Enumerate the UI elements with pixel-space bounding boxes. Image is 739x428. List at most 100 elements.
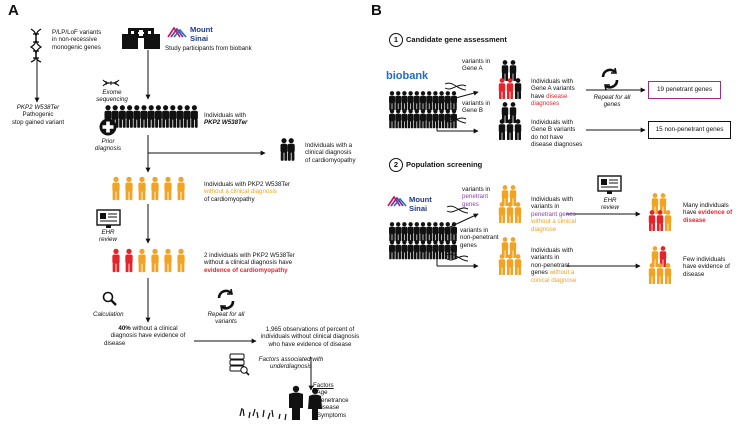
non-ind-line2: variants in <box>531 254 560 262</box>
var-pen-line2: penetrant <box>462 193 489 201</box>
person-icon <box>395 109 402 129</box>
person-icon <box>420 222 426 242</box>
biobank-participants-label: Study participants from biobank <box>165 45 252 52</box>
panel-label-b: B <box>371 2 382 19</box>
person-icon <box>401 222 408 242</box>
person-icon <box>164 248 172 273</box>
people-row-evidence <box>112 248 185 273</box>
person-icon <box>438 109 445 129</box>
penetrant-genes-box: 19 penetrant genes <box>648 81 721 99</box>
person-icon <box>389 240 395 260</box>
person-icon <box>514 78 522 99</box>
person-icon <box>444 222 451 242</box>
many-line1: Many individuals <box>683 202 729 209</box>
non-ind-line4: genes without a <box>531 269 575 277</box>
grass-decoration <box>239 407 287 421</box>
pen-ind-line2: variants in <box>531 203 560 211</box>
person-icon <box>444 109 451 129</box>
pen-ind-line3: penetrant genes <box>531 210 576 218</box>
percent-line3: disease <box>104 339 126 347</box>
factor-item-disease: • Disease <box>313 404 340 412</box>
person-icon <box>183 105 191 128</box>
person-icon <box>151 248 159 273</box>
percent-rest: without a clinical <box>130 325 178 332</box>
person-icon <box>154 105 162 128</box>
gene-a-individuals-label: Individuals with Gene A variants have di… <box>531 78 575 108</box>
factor-item-symptoms: • Symptoms <box>313 411 347 419</box>
ehr-review-label-a: EHR review <box>99 229 117 244</box>
person-icon <box>501 60 509 81</box>
person-icon <box>451 222 457 242</box>
person-icon <box>133 105 141 128</box>
gene-a-line4: diagnoses <box>531 100 560 108</box>
dna-strand-icons-b <box>444 82 469 262</box>
person-icon <box>438 91 445 111</box>
person-icon <box>140 105 148 128</box>
people-row-undiagnosed <box>112 176 185 201</box>
person-icon <box>407 240 414 260</box>
individuals-with-pkp2: Individuals with PKP2 W538Ter <box>204 112 247 127</box>
person-icon <box>407 109 414 129</box>
gene-a-line2: Gene A variants <box>531 85 575 93</box>
few-evidence-label: Few individuals have evidence of disease <box>683 256 730 278</box>
person-icon <box>147 105 155 128</box>
repeat-cycle-icon-b <box>601 67 619 91</box>
clinical-dx-label: Individuals with a clinical diagnosis of… <box>305 142 356 164</box>
person-icon <box>420 109 426 129</box>
person-icon <box>413 240 420 260</box>
factor-item-age: • Age <box>313 389 328 397</box>
var-pen-line3: genes <box>462 200 479 208</box>
variants-penetrant-label: variants in penetrant genes <box>462 186 490 208</box>
people-nonpenetrant <box>498 237 522 275</box>
mount-sinai-wordmark-b: Mount Sinai <box>409 195 432 213</box>
step-1-circle: 1 <box>389 33 403 47</box>
non-ind-line1: Individuals with <box>531 247 573 254</box>
people-gene-b <box>498 102 522 140</box>
gene-a-line3: have disease <box>531 92 568 100</box>
people-grid-biobank <box>389 91 457 129</box>
person-icon <box>389 91 395 111</box>
person-icon <box>413 109 420 129</box>
factors-assoc-label: Factors associated with underdiagnosis <box>258 356 324 371</box>
factor-item-penetrance: • Penetrance <box>313 396 349 404</box>
person-icon <box>451 91 457 111</box>
individuals-with-line2: PKP2 W538Ter <box>204 119 248 127</box>
two-individuals-line3: evidence of cardiomyopathy <box>204 266 288 274</box>
prior-diagnosis-label: Prior diagnosis <box>94 138 122 153</box>
person-icon <box>169 105 177 128</box>
observations-label: 1,965 observations of percent of individ… <box>260 326 360 348</box>
person-icon <box>126 105 134 128</box>
person-icon <box>164 176 172 201</box>
factors-title: Factors <box>313 382 334 389</box>
nonpenetrant-individuals-label: Individuals with variants in non-penetra… <box>531 247 576 284</box>
person-icon <box>426 109 433 129</box>
ehr-monitor-icon-a <box>96 209 121 228</box>
person-icon <box>426 240 433 260</box>
pkp2-variant-class: Pathogenic <box>22 111 54 119</box>
without-dx-label: Individuals with PKP2 W538Ter without a … <box>204 181 290 203</box>
person-icon <box>401 240 408 260</box>
person-icon <box>432 109 439 129</box>
person-icon <box>438 240 445 260</box>
pkp2-variant-name: PKP2 W538Ter <box>16 104 60 111</box>
person-icon <box>125 176 133 201</box>
mount-sinai-logo-a <box>167 26 187 38</box>
pen-ind-line4: without a clinical <box>531 218 577 226</box>
person-icon <box>407 222 414 242</box>
person-icon <box>498 78 506 99</box>
factors-list: Factors • Age • Penetrance • Disease • S… <box>313 382 349 419</box>
repeat-cycle-icon-a <box>217 288 235 312</box>
person-icon <box>444 240 451 260</box>
many-line2: have evidence of <box>683 209 733 217</box>
biobank-logo: biobank <box>386 70 429 82</box>
person-icon <box>389 222 395 242</box>
variants-gene-a-label: variants in Gene A <box>462 58 491 73</box>
people-row-pkp2-carriers <box>104 105 198 128</box>
magnifier-icon <box>102 291 117 306</box>
step-2-title: Population screening <box>406 160 483 169</box>
person-icon <box>118 105 126 128</box>
person-icon <box>420 240 426 260</box>
exome-sequencing-label: Exome sequencing <box>96 89 128 104</box>
person-icon <box>112 248 120 273</box>
without-dx-line3: of cardiomyopathy <box>204 195 255 203</box>
